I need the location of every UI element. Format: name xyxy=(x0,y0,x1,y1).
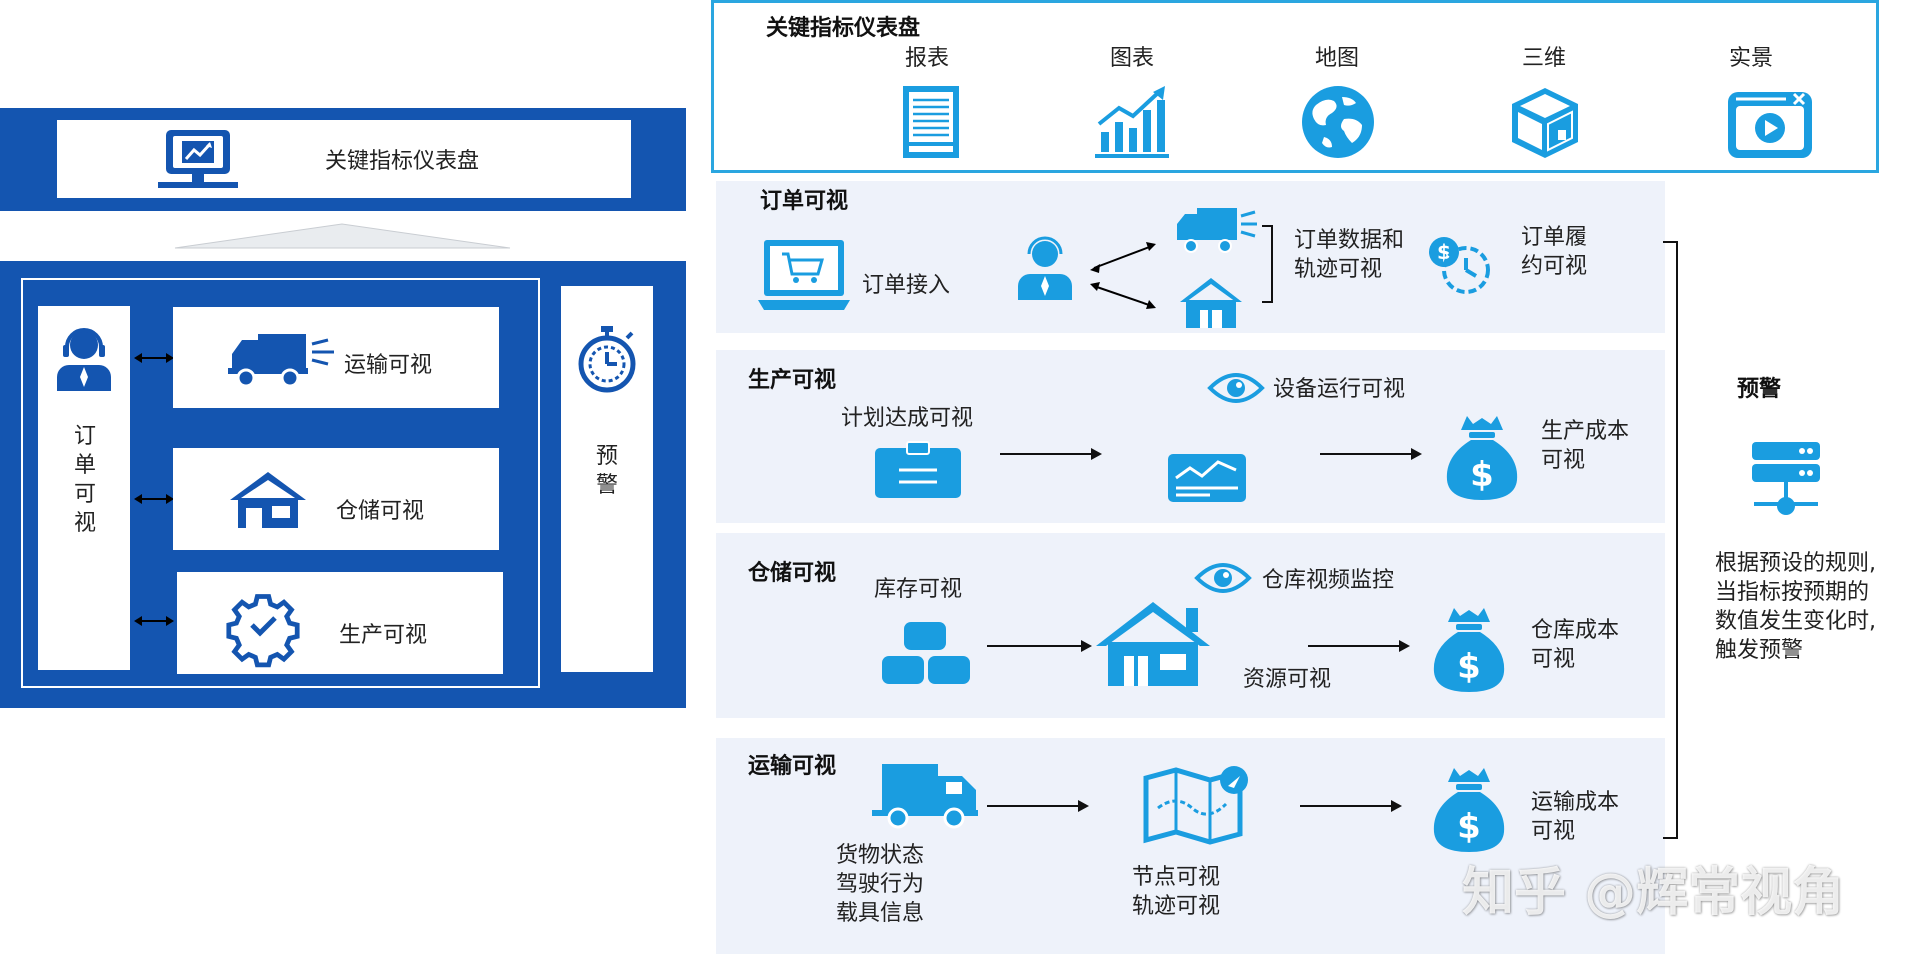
production-cost-label-1: 生产成本 xyxy=(1541,419,1630,444)
agent-icon xyxy=(1018,236,1072,300)
svg-text:$: $ xyxy=(1437,240,1451,264)
kpi-item-map: 地图 xyxy=(1315,46,1360,71)
money-bag-icon-storage: $ xyxy=(1433,608,1505,692)
dollar-clock-icon: $ xyxy=(1429,237,1490,294)
transport-title: 运输可视 xyxy=(748,754,837,779)
cargo-label-3: 载具信息 xyxy=(836,901,925,926)
transport-cost-label-1: 运输成本 xyxy=(1531,790,1620,815)
connector-shape xyxy=(174,223,511,249)
double-arrow-transport xyxy=(134,353,174,363)
kpi-item-live: 实景 xyxy=(1729,46,1774,71)
storage-box xyxy=(173,448,499,550)
house-icon xyxy=(1180,278,1242,328)
storage-arrow-1 xyxy=(987,640,1092,652)
transport-cost-label-2: 可视 xyxy=(1531,819,1576,844)
order-fulfill-label-2: 约可视 xyxy=(1521,254,1588,279)
report-icon xyxy=(903,86,959,158)
storage-arrow-2 xyxy=(1308,640,1410,652)
alert-desc-2: 当指标按预期的 xyxy=(1715,580,1870,605)
kpi-item-3d: 三维 xyxy=(1522,46,1567,71)
money-bag-icon-transport: $ xyxy=(1433,768,1505,852)
svg-text:$: $ xyxy=(1457,647,1481,687)
eye-icon-production xyxy=(1207,373,1265,403)
production-label: 生产可视 xyxy=(339,623,428,648)
map-route-icon xyxy=(1143,766,1248,845)
dashboard-label: 关键指标仪表盘 xyxy=(325,149,480,174)
globe-icon xyxy=(1302,86,1374,158)
money-bag-icon-production: $ xyxy=(1446,416,1518,500)
id-card-icon xyxy=(875,441,961,498)
alert-desc-3: 数值发生变化时, xyxy=(1715,609,1876,634)
node-label-2: 轨迹可视 xyxy=(1132,894,1221,919)
order-branch-arrows xyxy=(1090,242,1156,309)
storage-label: 仓储可视 xyxy=(336,499,425,524)
node-label-1: 节点可视 xyxy=(1132,865,1221,890)
order-data-label-1: 订单数据和 xyxy=(1294,228,1405,253)
video-label: 仓库视频监控 xyxy=(1262,568,1395,593)
order-vertical-label: 订单可视 xyxy=(73,424,96,536)
alert-column xyxy=(561,286,653,672)
storage-cost-label-1: 仓库成本 xyxy=(1531,618,1620,643)
double-arrow-storage xyxy=(134,494,174,504)
double-arrow-production xyxy=(134,616,174,626)
eye-icon-storage xyxy=(1194,563,1252,593)
monitor-chart-icon xyxy=(158,130,238,188)
warehouse-icon xyxy=(230,472,306,528)
cargo-label-1: 货物状态 xyxy=(836,843,925,868)
order-data-label-2: 轨迹可视 xyxy=(1294,257,1383,282)
order-title: 订单可视 xyxy=(760,189,849,214)
plan-label: 计划达成可视 xyxy=(841,406,974,431)
production-cost-label-2: 可视 xyxy=(1541,448,1586,473)
alert-vertical-label: 预警 xyxy=(595,444,618,498)
inventory-label: 库存可视 xyxy=(874,577,963,602)
stopwatch-icon xyxy=(578,326,636,393)
kpi-panel xyxy=(711,0,1879,173)
bar-chart-icon xyxy=(1095,86,1169,158)
resource-label: 资源可视 xyxy=(1243,667,1332,692)
inner-frame xyxy=(21,278,540,688)
alert-bracket xyxy=(1663,241,1678,839)
stacked-boxes-icon xyxy=(882,622,970,684)
dashboard-box xyxy=(57,120,631,198)
equipment-label: 设备运行可视 xyxy=(1273,377,1406,402)
equipment-card-icon xyxy=(1168,454,1246,502)
truck-icon xyxy=(228,334,334,388)
order-fulfill-label-1: 订单履 xyxy=(1521,225,1588,250)
order-intake-label: 订单接入 xyxy=(862,273,951,298)
warehouse-icon-storage xyxy=(1096,602,1210,686)
transport-label: 运输可视 xyxy=(344,353,433,378)
transport-arrow-2 xyxy=(1300,800,1402,812)
storage-title: 仓储可视 xyxy=(748,561,837,586)
production-arrow-2 xyxy=(1320,448,1422,460)
watermark: 知乎 @辉常视角 xyxy=(1462,863,1845,923)
cargo-truck-icon xyxy=(872,764,978,829)
server-alert-icon xyxy=(1752,442,1820,515)
bracket xyxy=(1262,225,1273,303)
alert-desc-1: 根据预设的规则, xyxy=(1715,551,1876,576)
3d-box-icon xyxy=(1512,88,1578,158)
delivery-truck-icon xyxy=(1177,208,1257,253)
storage-cost-label-2: 可视 xyxy=(1531,647,1576,672)
shopping-cart-laptop-icon xyxy=(758,240,850,310)
svg-text:$: $ xyxy=(1470,455,1494,495)
kpi-title: 关键指标仪表盘 xyxy=(766,16,921,41)
kpi-item-report: 报表 xyxy=(905,46,950,71)
gear-icon xyxy=(226,594,300,668)
production-title: 生产可视 xyxy=(748,368,837,393)
alert-title: 预警 xyxy=(1737,377,1782,402)
production-arrow-1 xyxy=(1000,448,1102,460)
svg-text:$: $ xyxy=(1457,807,1481,847)
alert-desc-4: 触发预警 xyxy=(1715,638,1804,663)
customer-service-icon xyxy=(57,328,111,391)
kpi-item-chart: 图表 xyxy=(1110,46,1155,71)
transport-arrow-1 xyxy=(987,800,1089,812)
live-video-icon xyxy=(1728,92,1812,158)
cargo-label-2: 驾驶行为 xyxy=(836,872,925,897)
transport-box xyxy=(173,307,499,408)
